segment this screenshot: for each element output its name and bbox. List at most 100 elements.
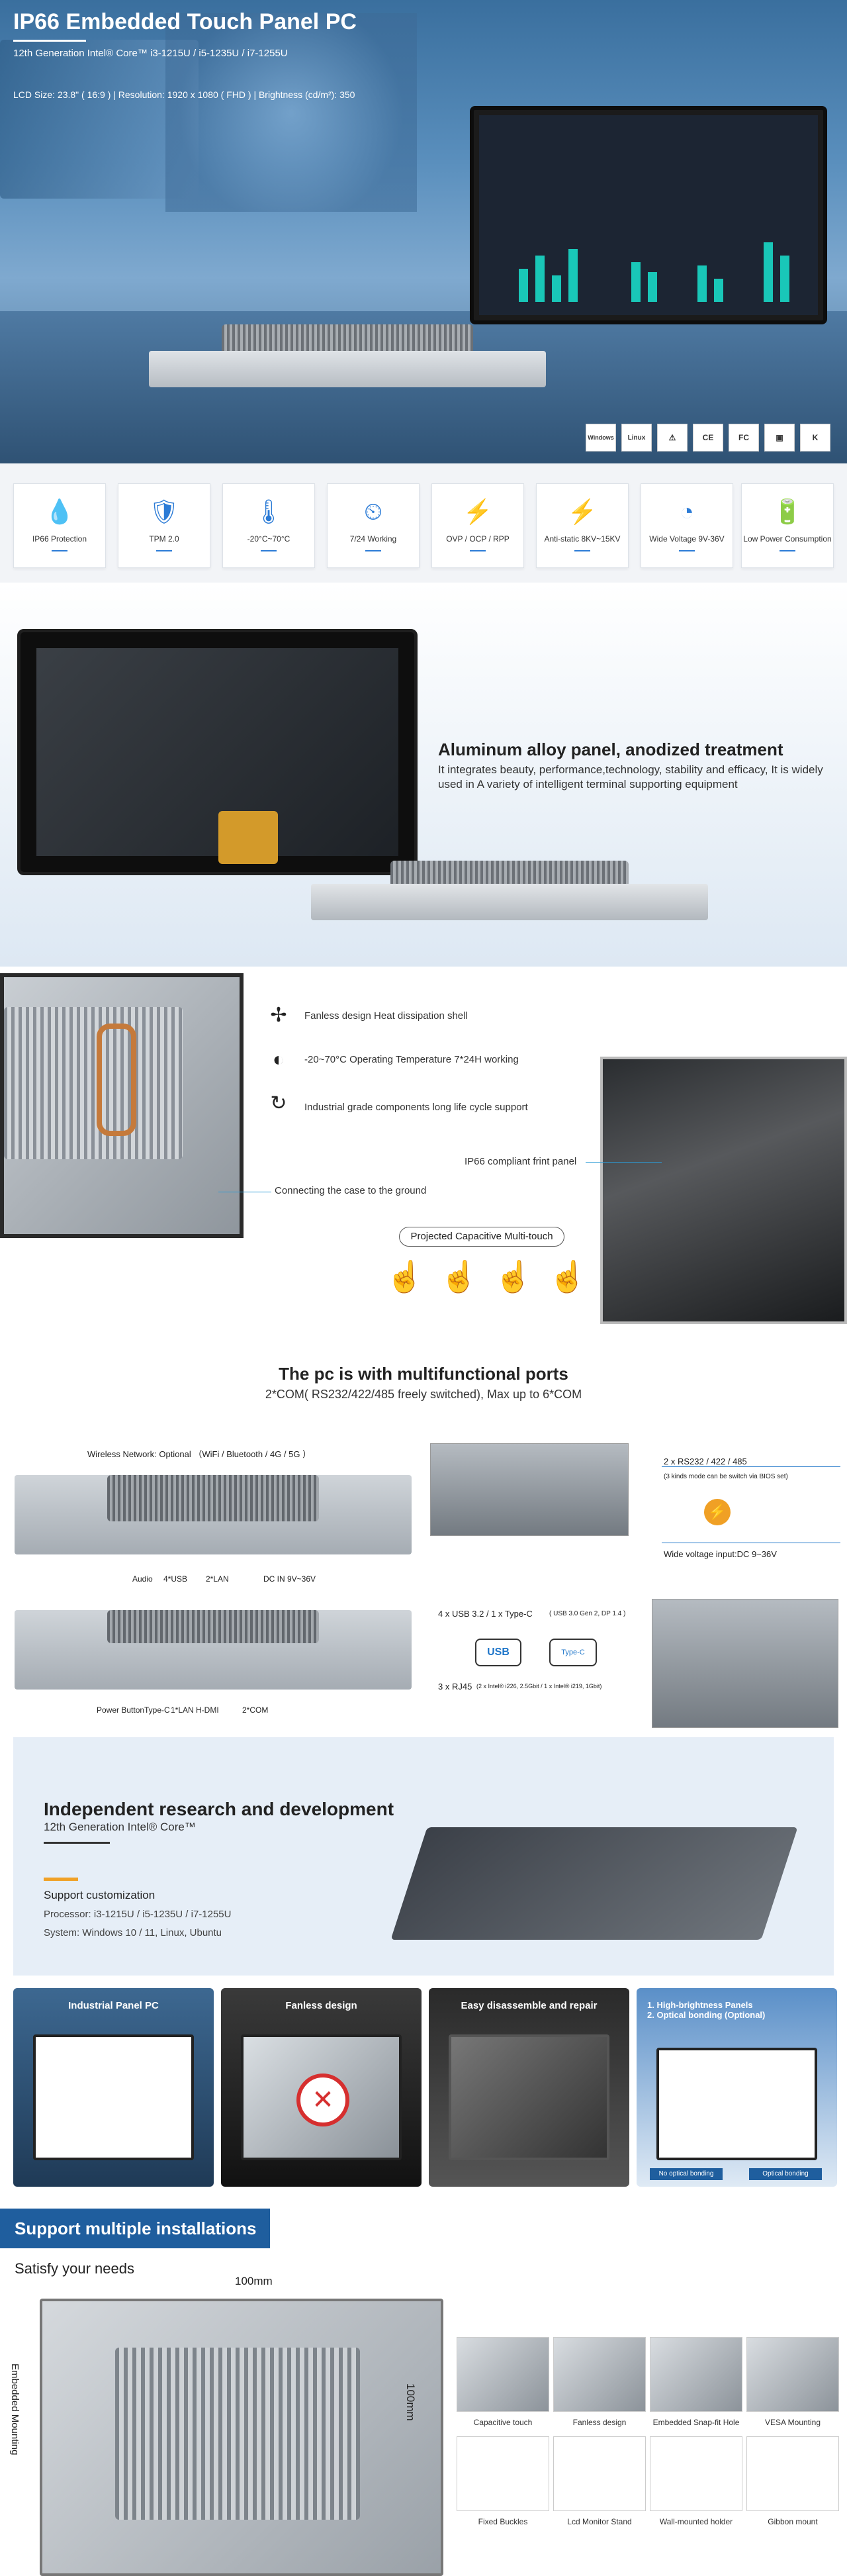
io-ports-photo <box>652 1599 838 1728</box>
typec-icon: Type-C <box>549 1639 597 1666</box>
thumb-label: VESA Mounting <box>764 2418 821 2427</box>
kc-logo: K <box>800 424 830 452</box>
dashboard-bar <box>714 279 723 302</box>
thumb-fixed-buckles <box>457 2436 549 2511</box>
rnd-subtitle: 12th Generation Intel® Core™ <box>44 1821 196 1833</box>
lifecycle-icon: ↻ <box>270 1092 287 1114</box>
feature-label: Wide Voltage 9V-36V <box>649 534 725 544</box>
title-underline <box>13 40 86 42</box>
no-fan-icon: ✕ <box>296 2074 349 2126</box>
feature-underline <box>156 550 172 551</box>
dashboard-bar <box>519 269 528 302</box>
com-ports-photo <box>430 1443 629 1536</box>
fanless-image: ✕ <box>241 2034 402 2160</box>
divider <box>44 1842 110 1844</box>
port-label-1lan: 1*LAN <box>171 1705 194 1715</box>
rs-note: (3 kinds mode can be switch via BIOS set… <box>664 1473 788 1480</box>
feature-underline <box>574 550 590 551</box>
dashboard-bar <box>535 256 545 302</box>
hero-cpu: 12th Generation Intel® Core™ i3-1215U / … <box>13 48 288 59</box>
aluminum-title: Aluminum alloy panel, anodized treatment <box>438 739 783 759</box>
double-tap-gesture-icon: ☝ <box>440 1259 478 1294</box>
dimension-vertical: 100mm <box>404 2383 417 2421</box>
thumb-label: Fanless design <box>572 2418 627 2427</box>
tag-bonding: Optical bonding <box>749 2168 822 2180</box>
feature-label: Low Power Consumption <box>743 534 832 544</box>
panel-front-image <box>17 629 418 875</box>
rear-mounting-image <box>40 2299 443 2576</box>
wide-voltage-label: Wide voltage input:DC 9~36V <box>664 1549 777 1559</box>
card-title: Easy disassemble and repair <box>461 2000 598 2011</box>
usb-label: 4 x USB 3.2 / 1 x Type-C <box>438 1609 533 1619</box>
port-label-typec: Type-C <box>144 1705 170 1715</box>
fan-icon: ✢ <box>270 1004 287 1026</box>
feature-card: ⏲ 7/24 Working <box>327 483 420 568</box>
dashboard-bar <box>764 242 773 302</box>
feature-card: 🌡 -20°C~70°C <box>222 483 315 568</box>
dashboard-bar <box>631 262 641 302</box>
heatsink-fins <box>107 1475 319 1521</box>
feature-underline <box>470 550 486 551</box>
thumb-label: Fixed Buckles <box>478 2517 528 2526</box>
thumb-label: Lcd Monitor Stand <box>567 2517 632 2526</box>
port-label-lan: 2*LAN <box>206 1574 229 1584</box>
feature-card: 💧 IP66 Protection <box>13 483 106 568</box>
feature-label: 7/24 Working <box>349 534 397 544</box>
pinch-gesture-icon: ☝ <box>549 1259 587 1294</box>
feature-underline <box>679 550 695 551</box>
heat-feature: Fanless design Heat dissipation shell <box>304 1010 468 1022</box>
install-title: Support multiple installations <box>0 2209 270 2248</box>
feature-card: ◔ Wide Voltage 9V-36V <box>641 483 733 568</box>
feature-label: TPM 2.0 <box>149 534 179 544</box>
rear-heatsink-image <box>0 973 244 1238</box>
front-panel-label: IP66 compliant frint panel <box>465 1156 577 1167</box>
wet-glass-panel-image <box>600 1057 847 1324</box>
pc-top-view <box>15 1475 412 1554</box>
feature-card: ⚡ Anti-static 8KV~15KV <box>536 483 629 568</box>
feature-underline <box>52 550 67 551</box>
showcase-card: Fanless design ✕ <box>221 1988 422 2187</box>
pcap-badge: Projected Capacitive Multi-touch <box>399 1227 564 1247</box>
shield-icon: 🛡 <box>149 498 179 525</box>
port-label-power: Power Button <box>97 1705 145 1715</box>
embedded-mounting-label: Embedded Mounting <box>9 2363 21 2456</box>
battery-icon: 🔋 <box>772 498 803 525</box>
dashboard-bar <box>648 272 657 302</box>
heatsink-fins <box>115 2348 360 2520</box>
tag-no-bonding: No optical bonding <box>650 2168 723 2180</box>
mounting-plate <box>311 884 708 920</box>
ce-logo: CE <box>693 424 723 452</box>
thumb-label: Wall-mounted holder <box>659 2517 733 2526</box>
certification-row: Windows Linux ⚠ CE FC ▣ K <box>586 424 830 452</box>
hero-title: IP66 Embedded Touch Panel PC <box>13 9 357 34</box>
heat-pipe <box>97 1024 136 1136</box>
swipe-gesture-icon: ☝ <box>494 1259 533 1294</box>
embedded-pc-image <box>311 861 708 920</box>
feature-underline <box>780 550 795 551</box>
fcc-logo: FC <box>729 424 759 452</box>
feature-underline <box>365 550 381 551</box>
heatsink-fins <box>390 861 629 887</box>
system-label: System: Windows 10 / 11, Linux, Ubuntu <box>44 1927 222 1938</box>
rj45-label: 3 x RJ45 <box>438 1682 472 1692</box>
leader-line <box>586 1162 662 1163</box>
ports-subtitle: 2*COM( RS232/422/485 freely switched), M… <box>265 1388 582 1401</box>
ports-title: The pc is with multifunctional ports <box>279 1364 568 1384</box>
aluminum-section <box>0 583 847 967</box>
card-title: Fanless design <box>285 2000 357 2011</box>
water-drop-icon: 💧 <box>44 498 75 525</box>
card-title: Industrial Panel PC <box>68 2000 159 2011</box>
motherboard-image <box>390 1827 798 1940</box>
rohs-logo: ▣ <box>764 424 795 452</box>
thumb-capacitive-touch <box>457 2337 549 2412</box>
panel-screen <box>36 648 398 856</box>
divider <box>662 1466 840 1467</box>
thumb-wall-mount <box>650 2436 742 2511</box>
rs-label: 2 x RS232 / 422 / 485 <box>664 1456 747 1466</box>
hero-specs: LCD Size: 23.8" ( 16:9 ) | Resolution: 1… <box>13 89 355 100</box>
thumb-monitor-stand <box>553 2436 646 2511</box>
factory-machine <box>165 13 417 212</box>
port-label-usb: 4*USB <box>163 1574 188 1584</box>
ground-label: Connecting the case to the ground <box>275 1185 427 1196</box>
board-image <box>449 2034 609 2160</box>
